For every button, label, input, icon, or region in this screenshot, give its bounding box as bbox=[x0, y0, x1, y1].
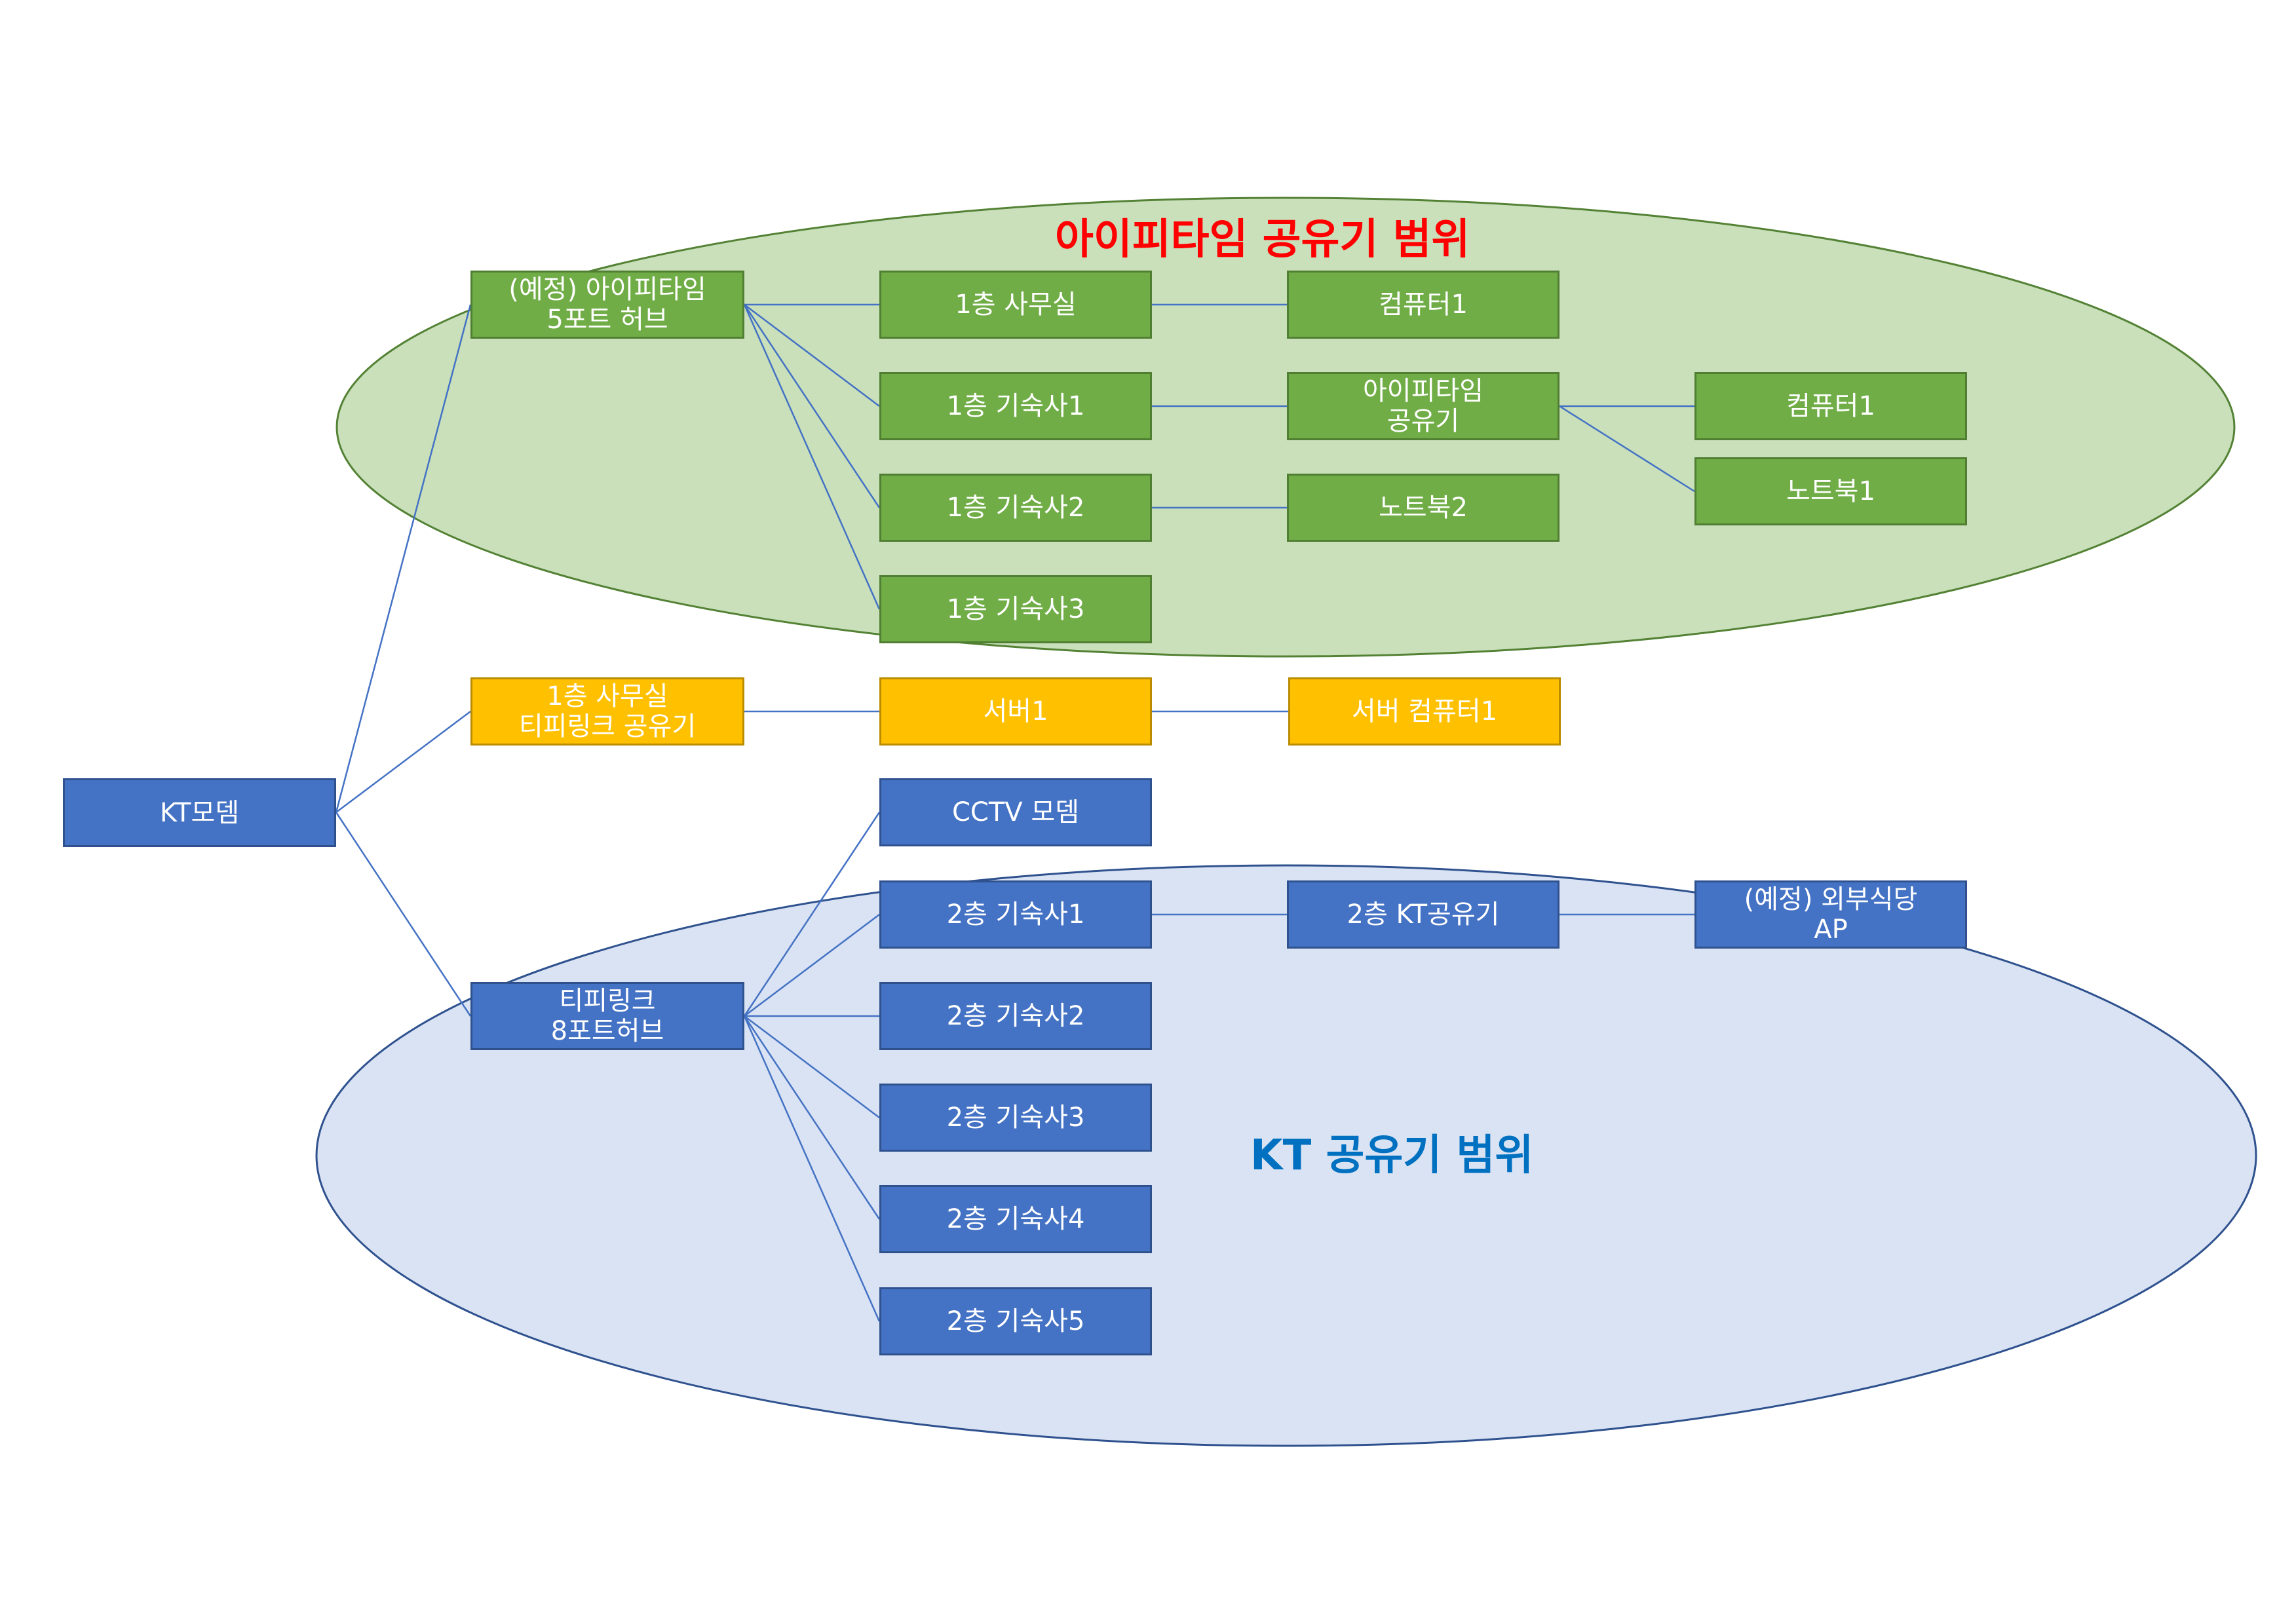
link-tplink-hub-f2-dorm4 bbox=[743, 1015, 881, 1220]
link-kt-modem-tplink-router bbox=[335, 711, 471, 813]
node-server1[interactable]: 서버1 bbox=[879, 677, 1152, 746]
node-router-computer1[interactable]: 컴퓨터1 bbox=[1694, 372, 1967, 440]
link-tplink-hub-f2-dorm3 bbox=[744, 1015, 880, 1118]
node-f2-dorm2[interactable]: 2층 기숙사2 bbox=[879, 982, 1152, 1050]
link-iptime-hub-f1-dorm2 bbox=[743, 304, 881, 508]
node-f2-dorm5[interactable]: 2층 기숙사5 bbox=[879, 1287, 1152, 1355]
node-kt-modem[interactable]: KT모뎀 bbox=[63, 778, 336, 847]
connection-lines bbox=[335, 303, 1695, 1322]
link-tplink-hub-f2-dorm5 bbox=[743, 1015, 881, 1322]
iptime-range-title: 아이피타임 공유기 범위 bbox=[1055, 216, 1470, 264]
link-kt-modem-tplink-hub bbox=[335, 812, 472, 1017]
node-f2-dorm1[interactable]: 2층 기숙사1 bbox=[879, 880, 1152, 949]
link-tplink-hub-cctv-modem bbox=[743, 812, 881, 1017]
node-iptime-5port-hub[interactable]: (예정) 아이피타임 5포트 허브 bbox=[470, 271, 744, 339]
node-cctv-modem[interactable]: CCTV 모뎀 bbox=[879, 778, 1152, 846]
link-kt-modem-iptime-hub bbox=[335, 304, 472, 813]
kt-range-ellipse bbox=[315, 864, 2257, 1447]
node-f1-dorm2[interactable]: 1층 기숙사2 bbox=[879, 474, 1152, 542]
link-iptime-router-notebook1 bbox=[1559, 405, 1695, 493]
node-f2-dorm4[interactable]: 2층 기숙사4 bbox=[879, 1185, 1152, 1253]
link-iptime-hub-f1-dorm3 bbox=[743, 304, 881, 610]
node-external-restaurant-ap[interactable]: (예정) 외부식당 AP bbox=[1694, 880, 1967, 949]
node-router-notebook1[interactable]: 노트북1 bbox=[1694, 457, 1967, 525]
node-tplink-8port-hub[interactable]: 티피링크 8포트허브 bbox=[470, 982, 744, 1050]
node-f1-dorm3[interactable]: 1층 기숙사3 bbox=[879, 575, 1152, 643]
node-f2-kt-router[interactable]: 2층 KT공유기 bbox=[1287, 880, 1559, 949]
iptime-range-ellipse bbox=[335, 197, 2236, 658]
node-f1-office[interactable]: 1층 사무실 bbox=[879, 271, 1152, 339]
link-tplink-hub-f2-dorm1 bbox=[744, 914, 880, 1017]
node-tplink-router[interactable]: 1층 사무실 티피링크 공유기 bbox=[470, 677, 744, 746]
kt-range-title: KT 공유기 범위 bbox=[1250, 1131, 1534, 1180]
node-server-computer1[interactable]: 서버 컴퓨터1 bbox=[1288, 677, 1561, 746]
node-f1-office-computer1[interactable]: 컴퓨터1 bbox=[1287, 271, 1559, 339]
node-f2-dorm3[interactable]: 2층 기숙사3 bbox=[879, 1084, 1152, 1152]
node-iptime-router[interactable]: 아이피타임 공유기 bbox=[1287, 372, 1559, 440]
node-dorm2-notebook2[interactable]: 노트북2 bbox=[1287, 474, 1559, 542]
node-f1-dorm1[interactable]: 1층 기숙사1 bbox=[879, 372, 1152, 440]
link-iptime-hub-f1-dorm1 bbox=[744, 304, 880, 407]
